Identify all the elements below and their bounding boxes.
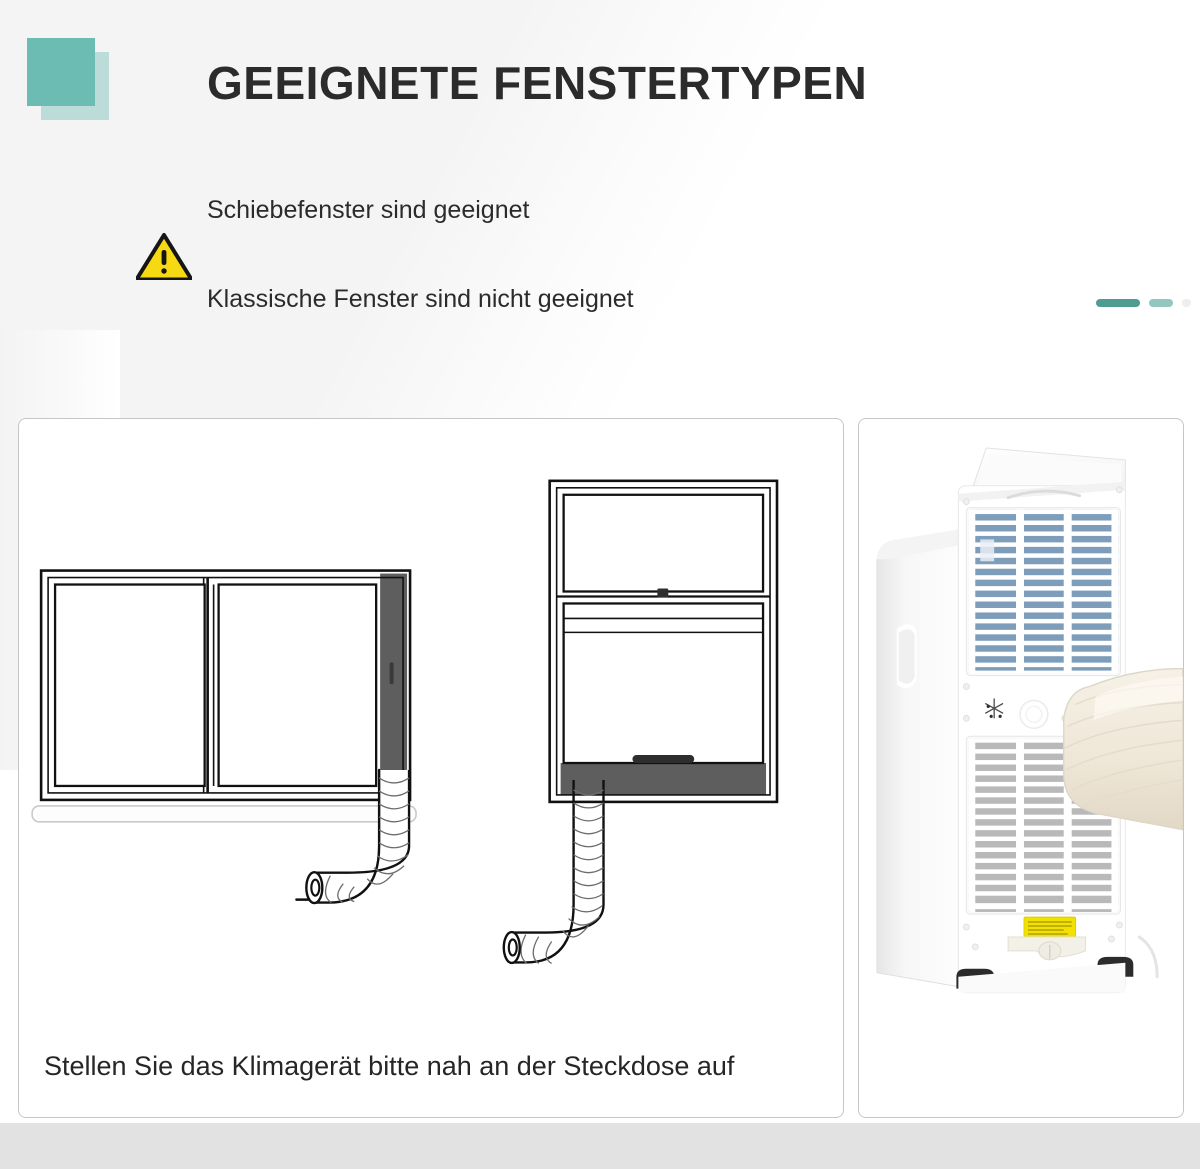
pill-large <box>1096 299 1140 307</box>
note-sliding-suitable: Schiebefenster sind geeignet <box>207 196 530 224</box>
warning-triangle-icon <box>136 232 192 280</box>
exhaust-hose-right <box>502 779 605 965</box>
stacked-squares-logo <box>27 38 109 120</box>
snowflake-icon <box>984 698 1004 719</box>
lower-grille <box>968 738 1119 913</box>
air-conditioner-svg <box>876 447 1183 994</box>
pill-medium <box>1149 299 1173 307</box>
pill-small <box>1182 299 1191 307</box>
warning-label <box>1023 916 1077 938</box>
air-conditioner-panel <box>858 418 1184 1118</box>
logo-square-front <box>27 38 95 106</box>
exhaust-hose-unit <box>1063 667 1183 831</box>
window-diagrams-panel <box>18 418 844 1118</box>
horizontal-sliding-window <box>31 569 417 905</box>
exhaust-hose-left <box>295 768 411 905</box>
panel-caption: Stellen Sie das Klimagerät bitte nah an … <box>44 1051 735 1081</box>
page-canvas: GEEIGNETE FENSTERTYPEN Schiebefenster si… <box>0 0 1200 1123</box>
upper-grille <box>968 509 1119 674</box>
page-title: GEEIGNETE FENSTERTYPEN <box>207 57 868 109</box>
note-classic-not-suitable: Klassische Fenster sind nicht geeignet <box>207 285 634 313</box>
window-diagrams-svg <box>31 479 779 965</box>
decorative-pills <box>1096 299 1191 307</box>
vertical-sash-window <box>502 479 779 965</box>
